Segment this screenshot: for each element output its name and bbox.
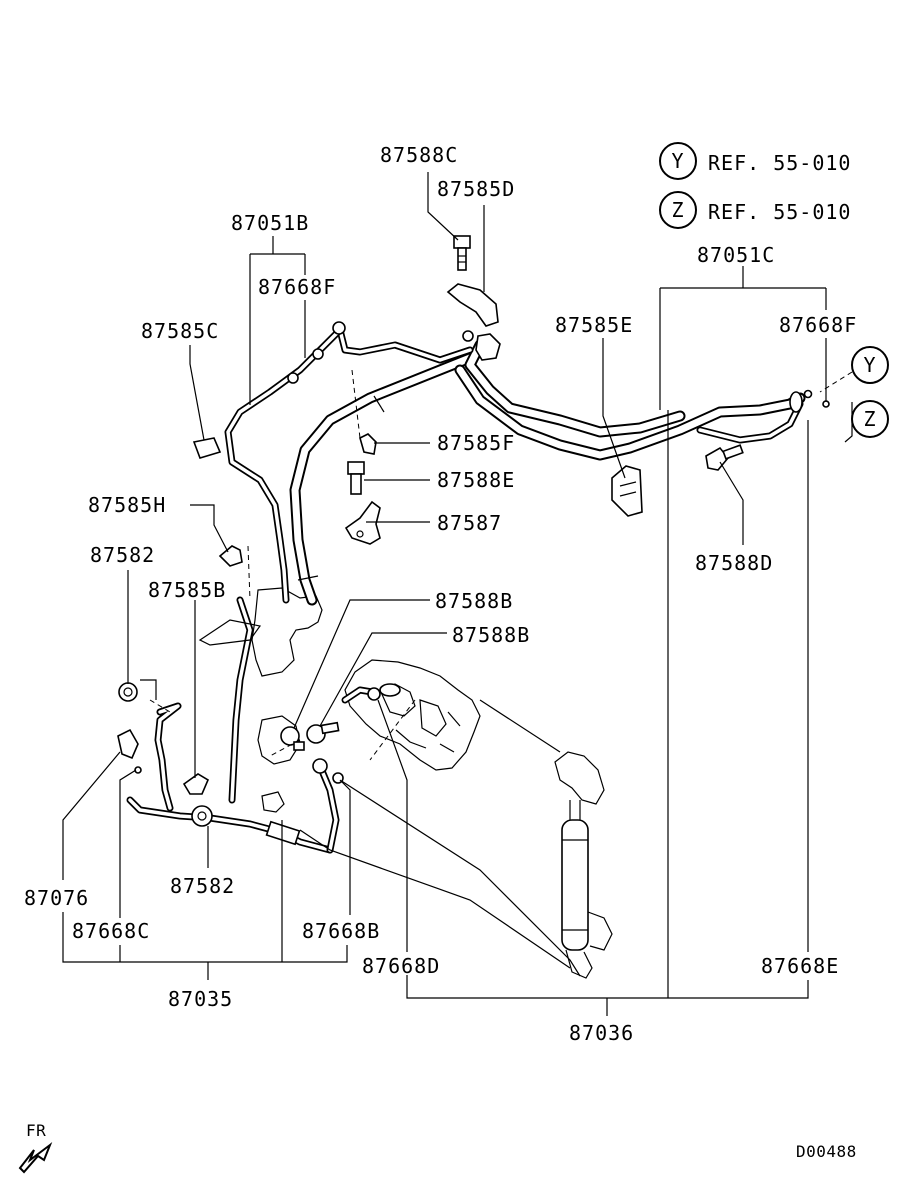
pipe-87035[interactable] <box>126 596 340 854</box>
label-87585C[interactable]: 87585C <box>141 319 219 343</box>
pipe-87051B[interactable] <box>224 321 474 604</box>
front-direction-indicator: FR <box>18 1121 53 1174</box>
label-87582-top[interactable]: 87582 <box>90 543 155 567</box>
connector-z[interactable]: Z <box>844 400 889 443</box>
label-87585D[interactable]: 87585D <box>437 177 515 201</box>
pipe-87036[interactable] <box>299 683 581 977</box>
bolt-87588E[interactable] <box>347 461 365 495</box>
label-87076[interactable]: 87076 <box>24 886 89 910</box>
receiver-drier[interactable] <box>561 819 589 951</box>
clamp-87585D[interactable] <box>446 283 501 361</box>
ref-legend-z[interactable]: Z REF. 55-010 <box>659 191 851 229</box>
guide-line <box>369 699 416 761</box>
label-87668D[interactable]: 87668D <box>362 954 440 978</box>
label-87587[interactable]: 87587 <box>437 511 502 535</box>
suction-hose[interactable] <box>289 339 496 606</box>
bracket-87587[interactable] <box>344 500 381 545</box>
bolt-87588C[interactable] <box>453 235 471 271</box>
connector-z-letter: Z <box>863 407 876 431</box>
label-87585F[interactable]: 87585F <box>437 431 515 455</box>
clip-87585F[interactable] <box>359 433 377 455</box>
label-87588C[interactable]: 87588C <box>380 143 458 167</box>
label-87036[interactable]: 87036 <box>569 1021 634 1045</box>
guide-line <box>351 369 361 439</box>
leader-lines <box>62 172 827 1016</box>
bolt-87588B-1[interactable] <box>280 726 305 751</box>
condenser-outline <box>479 699 613 979</box>
pipe-87051C[interactable] <box>454 339 830 461</box>
label-87585E[interactable]: 87585E <box>555 313 633 337</box>
front-label: FR <box>26 1121 46 1140</box>
bolt-87588B-2[interactable] <box>306 721 340 744</box>
clamp-87585E[interactable] <box>611 465 643 517</box>
bolt-87588D[interactable] <box>705 444 744 471</box>
label-87588D[interactable]: 87588D <box>695 551 773 575</box>
label-87585B[interactable]: 87585B <box>148 578 226 602</box>
ref-z-circle <box>659 191 697 229</box>
label-87668B[interactable]: 87668B <box>302 919 380 943</box>
front-arrow-icon <box>18 1142 53 1174</box>
ref-y-text: REF. 55-010 <box>708 151 851 175</box>
clip-87585B[interactable] <box>182 773 210 795</box>
ref-z-letter: Z <box>671 198 684 222</box>
ref-y-letter: Y <box>671 149 684 173</box>
connector-y[interactable]: Y <box>819 346 889 393</box>
guide-line <box>149 699 171 713</box>
label-87585H[interactable]: 87585H <box>88 493 166 517</box>
drawing-code: D00488 <box>796 1142 857 1161</box>
label-87582-bottom[interactable]: 87582 <box>170 874 235 898</box>
part-labels: 87588C 87585D 87051B 87668F 87585C 87051… <box>24 143 857 1045</box>
ref-z-text: REF. 55-010 <box>708 200 851 224</box>
nut-87582-top[interactable] <box>118 682 138 702</box>
connector-y-letter: Y <box>863 353 876 377</box>
guide-line <box>247 545 251 601</box>
nut-87582-bottom[interactable] <box>191 805 213 827</box>
label-87668C[interactable]: 87668C <box>72 919 150 943</box>
ref-legend-y[interactable]: Y REF. 55-010 <box>659 142 851 180</box>
ref-y-circle <box>659 142 697 180</box>
label-87668F-right[interactable]: 87668F <box>779 313 857 337</box>
compressor-outline <box>344 659 481 771</box>
label-87035[interactable]: 87035 <box>168 987 233 1011</box>
label-87588B-1[interactable]: 87588B <box>435 589 513 613</box>
clamp-87585C[interactable] <box>192 437 222 459</box>
clip-87585H[interactable] <box>218 545 243 567</box>
label-87051B[interactable]: 87051B <box>231 211 309 235</box>
label-87668E[interactable]: 87668E <box>761 954 839 978</box>
label-87051C[interactable]: 87051C <box>697 243 775 267</box>
sensor-87076[interactable] <box>117 728 142 774</box>
guide-line <box>269 739 301 757</box>
label-87588E[interactable]: 87588E <box>437 468 515 492</box>
engine-bracket-outline <box>251 587 323 813</box>
label-87588B-2[interactable]: 87588B <box>452 623 530 647</box>
label-87668F-left[interactable]: 87668F <box>258 275 336 299</box>
